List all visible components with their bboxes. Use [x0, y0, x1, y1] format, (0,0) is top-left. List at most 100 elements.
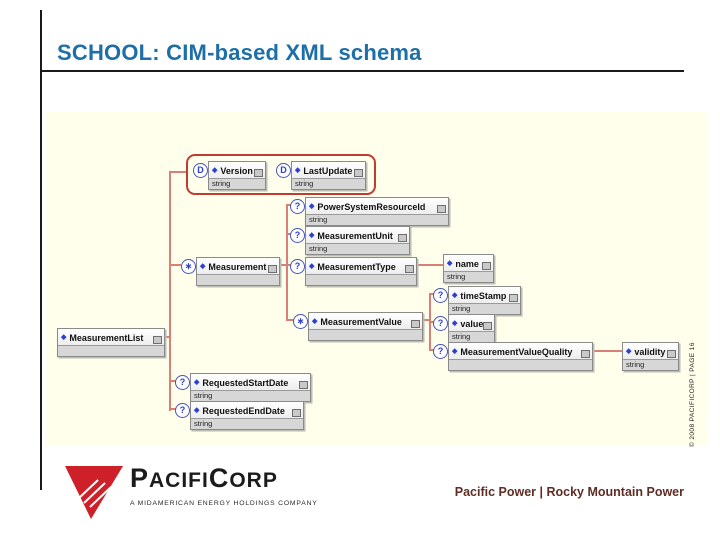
- node-name: MeasurementValueQuality: [460, 346, 573, 357]
- node-type: string: [444, 272, 493, 282]
- brand-wordmark: PACIFICORP: [130, 463, 318, 498]
- node-type: string: [191, 419, 303, 429]
- connector-line: [163, 336, 170, 338]
- node-type: string: [623, 360, 678, 370]
- element-diamond-icon: ◆: [312, 318, 318, 325]
- element-diamond-icon: ◆: [212, 167, 218, 174]
- element-diamond-icon: ◆: [309, 263, 315, 270]
- schema-node: ◆MeasurementList: [57, 328, 165, 357]
- node-name: value: [460, 318, 484, 329]
- node-name: LastUpdate: [303, 165, 353, 176]
- element-diamond-icon: ◆: [200, 263, 206, 270]
- attributes-icon: [482, 262, 491, 270]
- slide-title: SCHOOL: CIM-based XML schema: [57, 40, 422, 65]
- brand-tagline: A MIDAMERICAN ENERGY HOLDINGS COMPANY: [130, 500, 318, 507]
- attributes-icon: [153, 336, 162, 344]
- occurrence-icon: ?: [290, 259, 305, 274]
- attributes-icon: [411, 320, 420, 328]
- divisions-label: Pacific Power | Rocky Mountain Power: [454, 485, 684, 499]
- brand-part: P: [130, 463, 150, 493]
- node-type: [306, 275, 416, 285]
- occurrence-icon: ?: [433, 288, 448, 303]
- schema-node: ◆Measurement: [196, 257, 280, 286]
- node-name: PowerSystemResourceId: [317, 201, 426, 212]
- node-label: ◆RequestedStartDate: [191, 374, 310, 391]
- brand-part: ACIFI: [149, 469, 209, 492]
- occurrence-icon: ?: [290, 228, 305, 243]
- node-name: validity: [634, 346, 666, 357]
- occurrence-icon: D: [193, 163, 208, 178]
- attributes-icon: [405, 265, 414, 273]
- slide-left-border: [40, 10, 42, 490]
- node-label: ◆MeasurementList: [58, 329, 164, 346]
- node-type: string: [191, 391, 310, 401]
- node-type: string: [306, 244, 409, 254]
- connector-line: [169, 264, 181, 266]
- node-label: ◆MeasurementUnit: [306, 227, 409, 244]
- schema-node: ◆timeStamp string: [448, 286, 521, 315]
- node-name: Version: [220, 165, 253, 176]
- element-diamond-icon: ◆: [309, 203, 315, 210]
- node-name: RequestedStartDate: [202, 377, 289, 388]
- occurrence-icon: ?: [433, 344, 448, 359]
- node-label: ◆value: [449, 315, 494, 332]
- connector-line: [286, 319, 294, 321]
- element-diamond-icon: ◆: [194, 407, 200, 414]
- node-type: string: [209, 179, 265, 189]
- node-name: name: [455, 258, 479, 269]
- node-type: [449, 360, 592, 370]
- node-type: [58, 346, 164, 356]
- node-label: ◆Version: [209, 162, 265, 179]
- element-diamond-icon: ◆: [61, 334, 67, 341]
- connector-line: [169, 171, 187, 173]
- node-type: string: [449, 304, 520, 314]
- node-label: ◆MeasurementValue: [309, 313, 422, 330]
- occurrence-icon: D: [276, 163, 291, 178]
- connector-line: [286, 204, 288, 321]
- attributes-icon: [299, 381, 308, 389]
- node-label: ◆LastUpdate: [292, 162, 365, 179]
- connector-line: [415, 264, 443, 266]
- attributes-icon: [581, 350, 590, 358]
- node-label: ◆Measurement: [197, 258, 279, 275]
- element-diamond-icon: ◆: [452, 292, 458, 299]
- attributes-icon: [667, 350, 676, 358]
- schema-node: ◆name string: [443, 254, 494, 283]
- node-name: RequestedEndDate: [202, 405, 285, 416]
- attributes-icon: [509, 294, 518, 302]
- attributes-icon: [483, 322, 492, 330]
- schema-node: ◆RequestedEndDate string: [190, 401, 304, 430]
- connector-line: [421, 319, 430, 321]
- connector-line: [278, 264, 287, 266]
- schema-node: ◆MeasurementType: [305, 257, 417, 286]
- node-name: Measurement: [208, 261, 267, 272]
- occurrence-icon: ?: [433, 316, 448, 331]
- pacificorp-logo: PACIFICORP A MIDAMERICAN ENERGY HOLDINGS…: [64, 461, 318, 521]
- node-name: MeasurementUnit: [317, 230, 393, 241]
- node-name: MeasurementValue: [320, 316, 402, 327]
- node-name: timeStamp: [460, 290, 507, 301]
- brand-part: C: [208, 463, 230, 493]
- attributes-icon: [354, 169, 363, 177]
- occurrence-icon: ?: [175, 403, 190, 418]
- element-diamond-icon: ◆: [452, 320, 458, 327]
- connector-line: [169, 171, 171, 411]
- attributes-icon: [268, 265, 277, 273]
- connector-line: [169, 408, 176, 410]
- title-underline: [40, 70, 684, 72]
- logo-text: PACIFICORP A MIDAMERICAN ENERGY HOLDINGS…: [130, 461, 318, 507]
- attributes-icon: [254, 169, 263, 177]
- element-diamond-icon: ◆: [309, 232, 315, 239]
- element-diamond-icon: ◆: [447, 260, 453, 267]
- pacificorp-triangle-icon: [65, 466, 123, 519]
- node-name: MeasurementType: [317, 261, 396, 272]
